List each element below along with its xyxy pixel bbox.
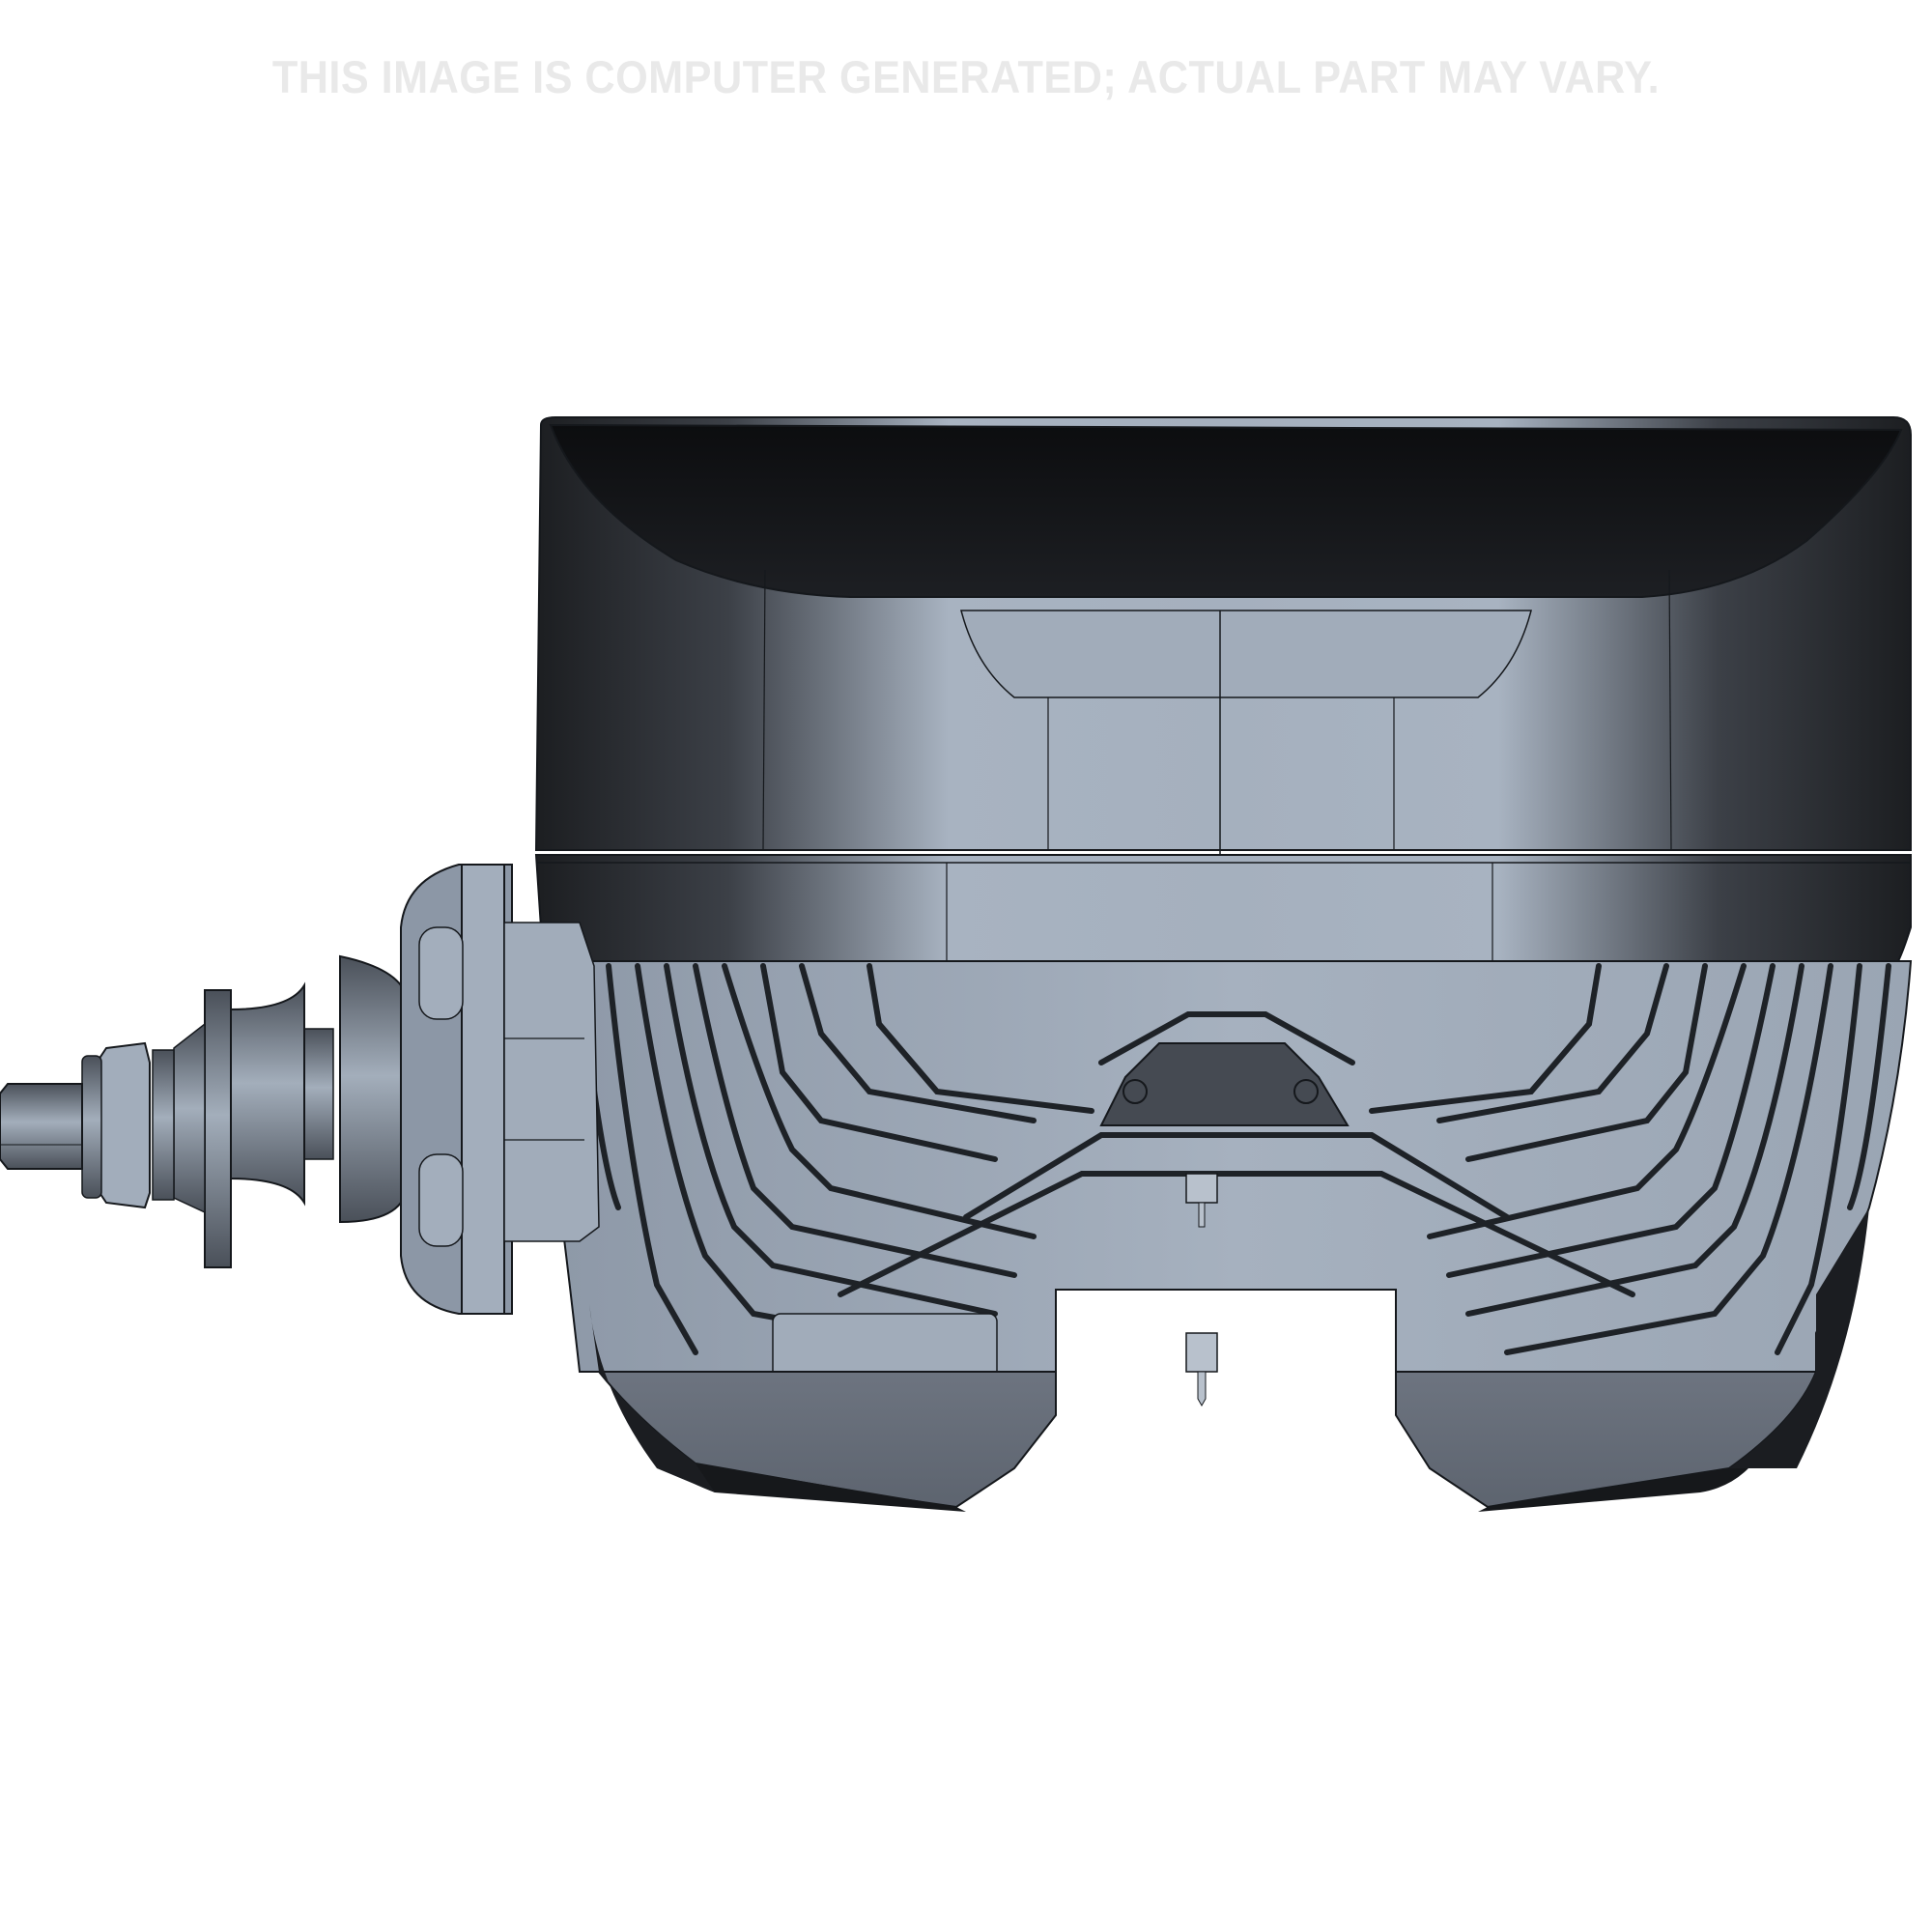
mounting-flange	[400, 864, 600, 1315]
middle-band	[534, 854, 1912, 962]
upper-housing	[534, 416, 1912, 966]
recessed-pocket	[1099, 1042, 1350, 1126]
disclaimer-watermark: THIS IMAGE IS COMPUTER GENERATED; ACTUAL…	[271, 51, 1661, 102]
right-foot	[1395, 1208, 1869, 1512]
ball-stud-assembly	[0, 954, 402, 1268]
hex-nut-icon	[96, 1041, 151, 1209]
connector-pin-lower	[1185, 1332, 1218, 1373]
finned-body	[559, 960, 1913, 1407]
connector-pin-upper	[1185, 1173, 1218, 1204]
left-foot	[580, 1304, 1057, 1512]
